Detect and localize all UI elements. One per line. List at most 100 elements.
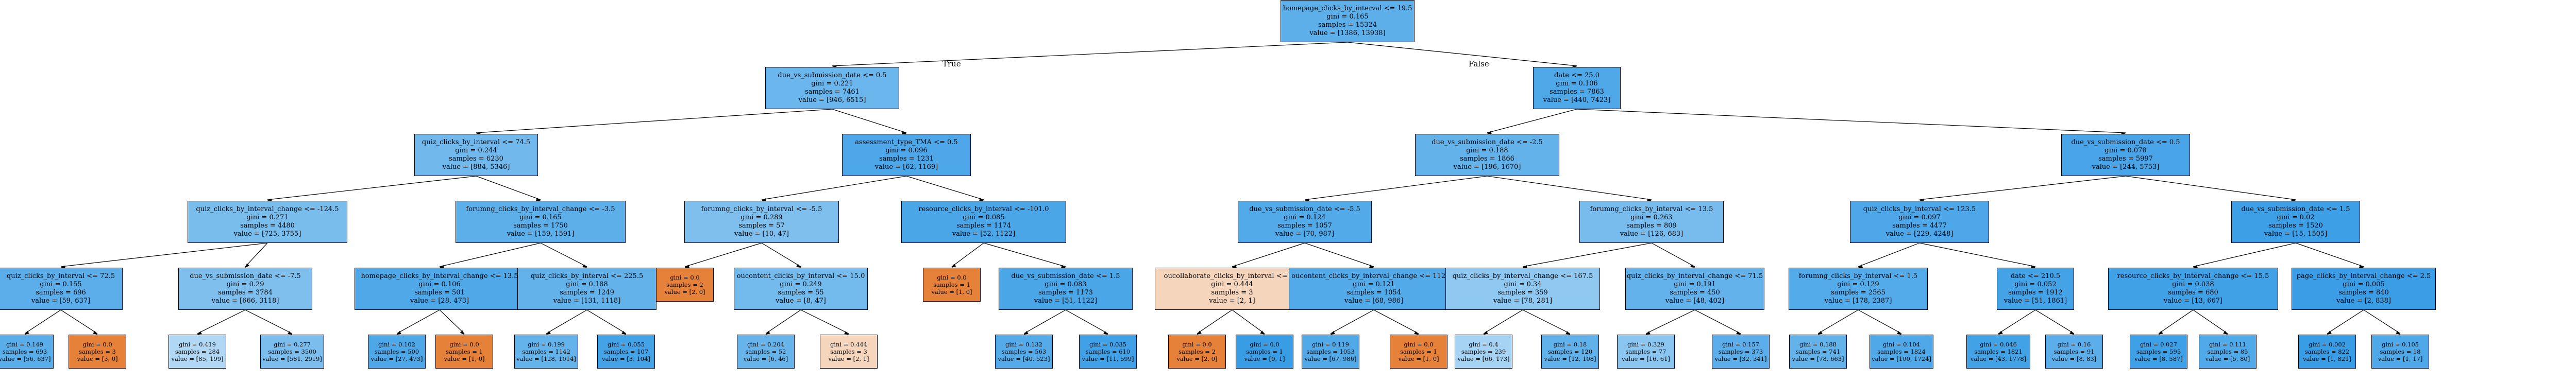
node-text-line: quiz_clicks_by_interval <= 123.5 [1863,205,1976,213]
node-text-line: gini = 0.18 [1553,341,1587,348]
node-text-line: samples = 501 [414,289,465,297]
node-text-line: samples = 500 [374,348,419,355]
node-text-line: value = [2, 1] [1209,297,1255,305]
node-text-line: value = [5, 80] [2205,355,2250,362]
node-text-line: quiz_clicks_by_interval_change <= 71.5 [1626,272,1763,280]
tree-edge [1483,309,1523,334]
node-text-line: value = [8, 47] [776,297,826,305]
node-text-line: samples = 696 [36,289,86,297]
node-text-line: forumng_clicks_by_interval <= -5.5 [701,205,822,213]
edge-arrowhead [197,331,202,335]
tree-edge [1304,242,1374,267]
node-text-line: gini = 0.124 [1284,214,1326,221]
tree-edge [1487,176,1652,200]
tree-edge [1694,309,1741,334]
tree-edge [1197,309,1233,334]
tree-edge [765,309,801,334]
tree-edge [951,242,984,267]
tree-edge [2193,242,2296,267]
node-text-line: samples = 5997 [2098,155,2153,163]
node-text-line: value = [15, 1505] [2264,230,2328,238]
node-text-line: gini = 0.221 [811,80,853,88]
node-text-line: value = [131, 1118] [553,297,621,305]
node-text-line: gini = 0.34 [1504,281,1542,288]
edge-arrowhead [2069,330,2074,335]
node-text-line: samples = 1142 [522,348,570,355]
node-text-line: samples = 239 [1461,348,1506,355]
node-text-line: samples = 1054 [1346,289,1401,297]
node-text-line: samples = 1750 [513,222,568,230]
node-text-line: value = [85, 199] [171,355,224,362]
node-text-line: gini = 0.0 [1182,341,1212,348]
node-text-line: gini = 0.419 [179,341,216,348]
tree-edge [1487,109,1577,133]
tree-edge [2125,176,2296,200]
tree-edge [1576,109,2126,133]
node-text-line: gini = 0.289 [740,214,783,221]
node-text-line: gini = 0.0 [1250,341,1279,348]
node-text-line: samples = 7461 [805,88,860,96]
edge-arrowhead [1103,330,1108,335]
node-text-line: gini = 0.085 [963,214,1005,221]
node-text-line: due_vs_submission_date <= 1.5 [2241,205,2350,213]
node-text-line: value = [1, 0] [1398,355,1439,362]
node-text-line: value = [1386, 13938] [1309,29,1386,37]
node-text-line: samples = 4480 [240,222,295,230]
tree-edge [761,176,907,200]
edge-arrowhead [2223,330,2228,335]
node-text-line: gini = 0.002 [2309,341,2346,348]
edge-arrowhead [1897,330,1901,335]
tree-edge [197,309,246,334]
node-text-line: oucollaborate_clicks_by_interval <= 3.0 [1164,272,1301,280]
node-text-line: value = [1, 0] [444,355,485,362]
node-text-line: gini = 0.16 [2057,341,2091,348]
edge-arrowhead [1646,331,1651,335]
node-text-line: gini = 0.038 [2172,281,2214,288]
node-text-line: samples = 3 [830,348,867,355]
node-text-line: gini = 0.035 [1089,341,1126,348]
node-text-line: samples = 3784 [218,289,273,297]
node-text-line: gini = 0.188 [1466,147,1508,154]
node-text-line: gini = 0.263 [1630,214,1673,221]
node-text-line: gini = 0.104 [1883,341,1920,348]
node-text-line: samples = 1249 [560,289,614,297]
node-text-line: value = [52, 1122] [952,230,1016,238]
tree-edge [1522,242,1652,267]
node-text-line: gini = 0.165 [519,214,562,221]
node-text-line: value = [40, 523] [998,355,1050,362]
node-text-line: samples = 1 [1246,348,1283,355]
node-text-line: value = [126, 683] [1620,230,1683,238]
tree-edge [832,42,1348,66]
node-text-line: value = [2, 0] [664,288,705,295]
true-branch-label: True [942,59,961,68]
node-text-line: samples = 693 [2,348,47,355]
node-text-line: forumng_clicks_by_interval <= 1.5 [1798,272,1918,280]
node-text-line: samples = 1 [1400,348,1437,355]
node-text-line: gini = 0.249 [780,281,822,288]
node-text-line: value = [2, 0] [1176,355,1218,362]
edge-arrowhead [796,264,801,268]
tree-edge [586,309,627,334]
node-text-line: value = [178, 2387] [1824,297,1892,305]
node-text-line: value = [8, 587] [2134,355,2183,362]
